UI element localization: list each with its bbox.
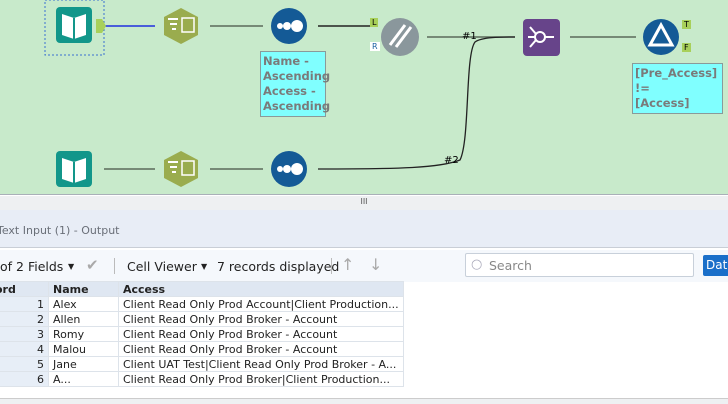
- join-tool-icon: [381, 18, 419, 56]
- filter-true-anchor[interactable]: T: [682, 20, 691, 29]
- data-button[interactable]: Dat: [703, 255, 728, 276]
- cell-name[interactable]: Allen: [48, 311, 119, 327]
- filter-annotation[interactable]: [Pre_Access] != [Access]: [632, 63, 723, 114]
- selection-box: [44, 0, 105, 56]
- connection-sort2-union: [317, 36, 516, 170]
- cell-access[interactable]: Client Read Only Prod Broker - Account: [118, 326, 404, 342]
- join-left-anchor[interactable]: L: [370, 18, 379, 27]
- arrow-up-icon[interactable]: ↑: [341, 255, 355, 274]
- cell-name[interactable]: Romy: [48, 326, 119, 342]
- splitter-grip[interactable]: III: [360, 197, 368, 206]
- union-tool-icon: [523, 19, 560, 56]
- annotation-line: Ascending: [263, 69, 331, 83]
- column-header-access[interactable]: Access: [118, 281, 404, 297]
- table-header-row: ord Name Access: [0, 281, 404, 297]
- cell-record: 2: [0, 311, 49, 327]
- annotation-line: Ascending: [263, 99, 331, 113]
- cell-record: 6: [0, 371, 49, 387]
- horizontal-scrollbar[interactable]: [0, 398, 728, 404]
- records-count: 7 records displayed: [217, 259, 340, 274]
- cell-access[interactable]: Client Read Only Prod Broker|Client Prod…: [118, 371, 404, 387]
- cell-name[interactable]: Alex: [48, 296, 119, 312]
- divider: [331, 258, 332, 274]
- text-input-icon: [56, 7, 92, 43]
- column-header-record[interactable]: ord: [0, 281, 49, 297]
- search-input[interactable]: ○ Search: [465, 253, 694, 277]
- arrow-down-icon[interactable]: ↓: [369, 255, 383, 274]
- panel-splitter[interactable]: III: [0, 196, 728, 210]
- cell-access[interactable]: Client Read Only Prod Account|Client Pro…: [118, 296, 404, 312]
- cell-access[interactable]: Client Read Only Prod Broker - Account: [118, 341, 404, 357]
- cell-name[interactable]: Jane: [48, 356, 119, 372]
- filter-false-anchor[interactable]: F: [682, 43, 691, 52]
- search-icon: ○: [471, 257, 483, 272]
- cell-record: 4: [0, 341, 49, 357]
- cell-record: 3: [0, 326, 49, 342]
- viewer-dropdown-icon[interactable]: ▼: [201, 262, 208, 271]
- results-header: Text Input (1) - Output: [0, 210, 728, 248]
- cell-record: 5: [0, 356, 49, 372]
- filter-tool-icon: [643, 19, 679, 55]
- cell-access[interactable]: Client UAT Test|Client Read Only Prod Br…: [118, 356, 404, 372]
- fields-dropdown-icon[interactable]: ▼: [68, 262, 75, 271]
- cell-name[interactable]: Malou: [48, 341, 119, 357]
- join-right-anchor[interactable]: R: [370, 42, 380, 51]
- text-input-icon: [56, 151, 92, 187]
- sort-tool-icon: [271, 8, 307, 44]
- annotation-line: Access -: [263, 84, 316, 98]
- results-title: Text Input (1) - Output: [0, 224, 120, 237]
- sort-annotation[interactable]: Name - Ascending Access - Ascending: [260, 51, 331, 117]
- column-header-name[interactable]: Name: [48, 281, 119, 297]
- select-tool-icon: [164, 151, 198, 187]
- connection-label-1: #1: [462, 31, 477, 42]
- select-tool-icon: [164, 8, 198, 44]
- divider: [114, 258, 115, 274]
- apply-check-icon[interactable]: ✔: [86, 256, 99, 274]
- annotation-line: [Access]: [635, 96, 690, 110]
- workflow-canvas[interactable]: L R T F #1 #2 Name - Ascending Access - …: [0, 0, 728, 195]
- annotation-line: Name -: [263, 54, 309, 68]
- output-anchor: [96, 19, 106, 33]
- fields-selector[interactable]: of 2 Fields: [0, 259, 64, 274]
- search-placeholder: Search: [489, 258, 532, 273]
- annotation-line: [Pre_Access] !=: [635, 66, 718, 95]
- cell-name[interactable]: A...: [48, 371, 119, 387]
- sort-tool-icon: [271, 151, 307, 187]
- connection-label-2: #2: [444, 155, 459, 166]
- cell-access[interactable]: Client Read Only Prod Broker - Account: [118, 311, 404, 327]
- cell-viewer-selector[interactable]: Cell Viewer: [127, 259, 197, 274]
- cell-record: 1: [0, 296, 49, 312]
